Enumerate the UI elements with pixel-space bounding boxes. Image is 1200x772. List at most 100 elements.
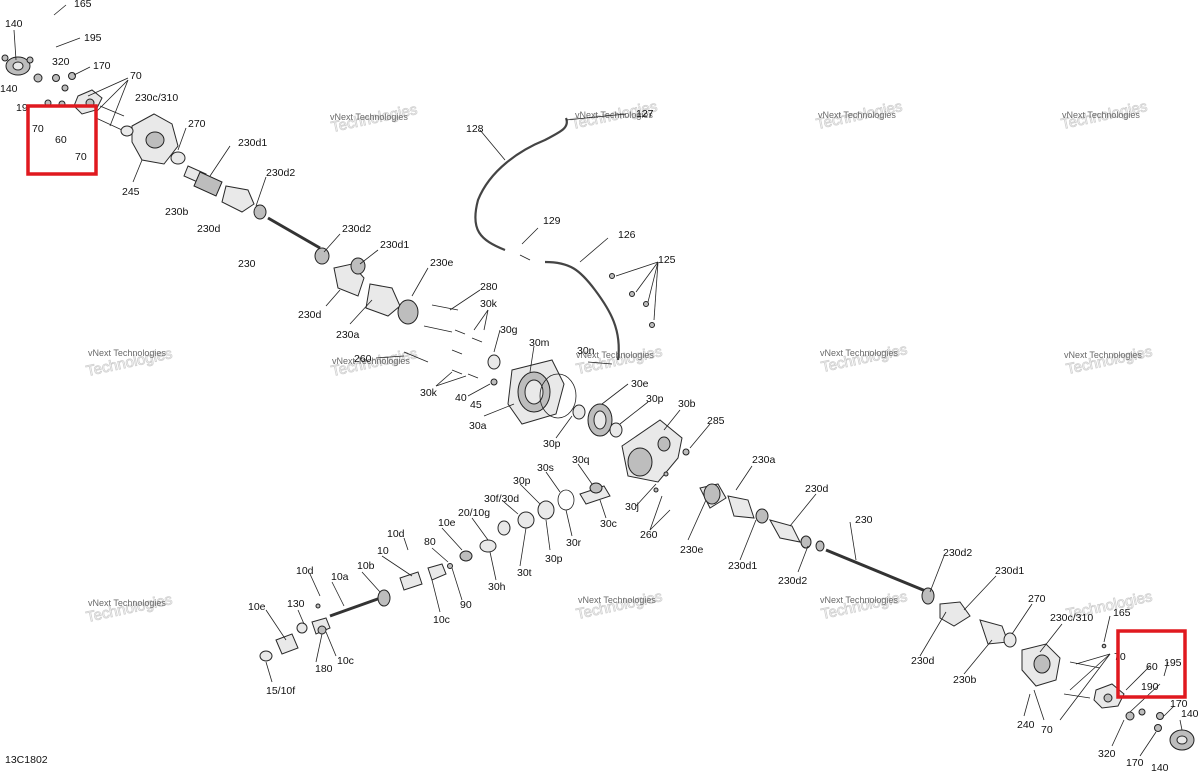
watermark-text: vNext Technologies [818, 110, 896, 120]
label-260: 260 [354, 353, 372, 365]
label-10e: 10e [438, 517, 456, 529]
label-10c: 10c [433, 614, 450, 626]
label-30b: 30b [678, 398, 696, 410]
nut-part [1138, 708, 1146, 716]
diff-housing-part [621, 419, 683, 483]
label-30t: 30t [517, 567, 532, 579]
seal-ring-part [120, 125, 134, 137]
label-195: 195 [1164, 657, 1182, 669]
watermark-text: vNext Technologies [1062, 110, 1140, 120]
label-70: 70 [75, 151, 87, 163]
label-30e: 30e [631, 378, 649, 390]
clip-part [519, 254, 531, 261]
label-140: 140 [5, 18, 23, 30]
boot-clamp-part [350, 257, 366, 275]
label-130: 130 [287, 598, 305, 610]
label-320: 320 [1098, 748, 1116, 760]
label-20-10g: 20/10g [458, 507, 490, 519]
watermark-text: vNext Technologies [330, 112, 408, 122]
callout-box-lower-right [1116, 629, 1187, 699]
label-10: 10 [377, 545, 389, 557]
bearing-part [170, 151, 186, 165]
label-10b: 10b [357, 560, 375, 572]
label-190: 190 [1141, 681, 1159, 693]
svg-text:Technologies: Technologies [85, 591, 174, 626]
label-230d1: 230d1 [728, 560, 757, 572]
label-30k: 30k [420, 387, 438, 399]
label-140: 140 [0, 83, 18, 95]
boot-clamp-part [314, 247, 330, 265]
differential-assembly [399, 329, 690, 591]
boot-part [377, 589, 391, 607]
label-195: 195 [84, 32, 102, 44]
bolt-part [1063, 693, 1091, 699]
yoke-part [399, 571, 423, 591]
shim-part [557, 489, 575, 511]
label-165: 165 [74, 0, 92, 10]
cv-boot-part [221, 185, 255, 213]
label-230d1: 230d1 [995, 565, 1024, 577]
grease-fitting-part [315, 603, 321, 609]
label-30m: 30m [529, 337, 550, 349]
upper-left-drive-assembly [1, 54, 459, 363]
lower-left-driveshaft [259, 589, 391, 662]
nut-part [61, 84, 69, 92]
watermark-text: vNext Technologies [88, 348, 166, 358]
spacer-part [403, 351, 429, 363]
cv-boot-part [768, 519, 801, 543]
label-15-10f: 15/10f [266, 685, 295, 697]
label-230d: 230d [298, 309, 322, 321]
label-30p: 30p [646, 393, 664, 405]
seal-part [487, 354, 501, 370]
o-ring-part [539, 373, 577, 419]
screw-part [649, 322, 655, 328]
carrier-bore [145, 131, 165, 149]
bearing-part [572, 404, 586, 420]
label-270: 270 [188, 118, 206, 130]
label-240: 240 [1017, 719, 1035, 731]
label-230d2: 230d2 [342, 223, 371, 235]
cv-joint-part [727, 495, 755, 519]
label-270: 270 [1028, 593, 1046, 605]
label-90: 90 [460, 599, 472, 611]
bearing-part [517, 511, 535, 529]
svg-text:Technologies: Technologies [820, 341, 909, 376]
driveshaft-part [329, 594, 387, 618]
cotter-pin-part [1101, 643, 1107, 649]
yoke-part [275, 633, 299, 655]
screw-part [609, 273, 615, 279]
label-30q: 30q [572, 454, 590, 466]
label-70: 70 [32, 123, 44, 135]
label-60: 60 [1146, 661, 1158, 673]
seal-ring-part [259, 650, 273, 662]
label-230: 230 [855, 514, 873, 526]
watermark-text: vNext Technologies [576, 350, 654, 360]
label-230d: 230d [911, 655, 935, 667]
diagram-code: 13C1802 [5, 754, 48, 766]
watermark-text: vNext Technologies [88, 598, 166, 608]
label-170: 170 [1170, 698, 1188, 710]
label-230e: 230e [430, 257, 454, 269]
bushing-part [296, 622, 308, 634]
label-30r: 30r [566, 537, 582, 549]
wheel-hub-part [1169, 729, 1195, 751]
bolt-part [95, 117, 123, 131]
cv-housing-part [397, 299, 419, 325]
boot-clamp-part [921, 587, 935, 605]
label-127: 127 [636, 108, 654, 120]
label-10d: 10d [296, 565, 314, 577]
label-140: 140 [1151, 762, 1169, 772]
cable-part [544, 260, 620, 361]
spacer-part [431, 304, 459, 311]
label-126: 126 [618, 229, 636, 241]
screw-part [643, 301, 649, 307]
screw-part [663, 471, 669, 477]
svg-text:Technologies: Technologies [1065, 343, 1154, 378]
label-125: 125 [658, 254, 676, 266]
screw-part [629, 291, 635, 297]
label-230d: 230d [805, 483, 829, 495]
label-10d: 10d [387, 528, 405, 540]
bearing-part [537, 500, 555, 520]
